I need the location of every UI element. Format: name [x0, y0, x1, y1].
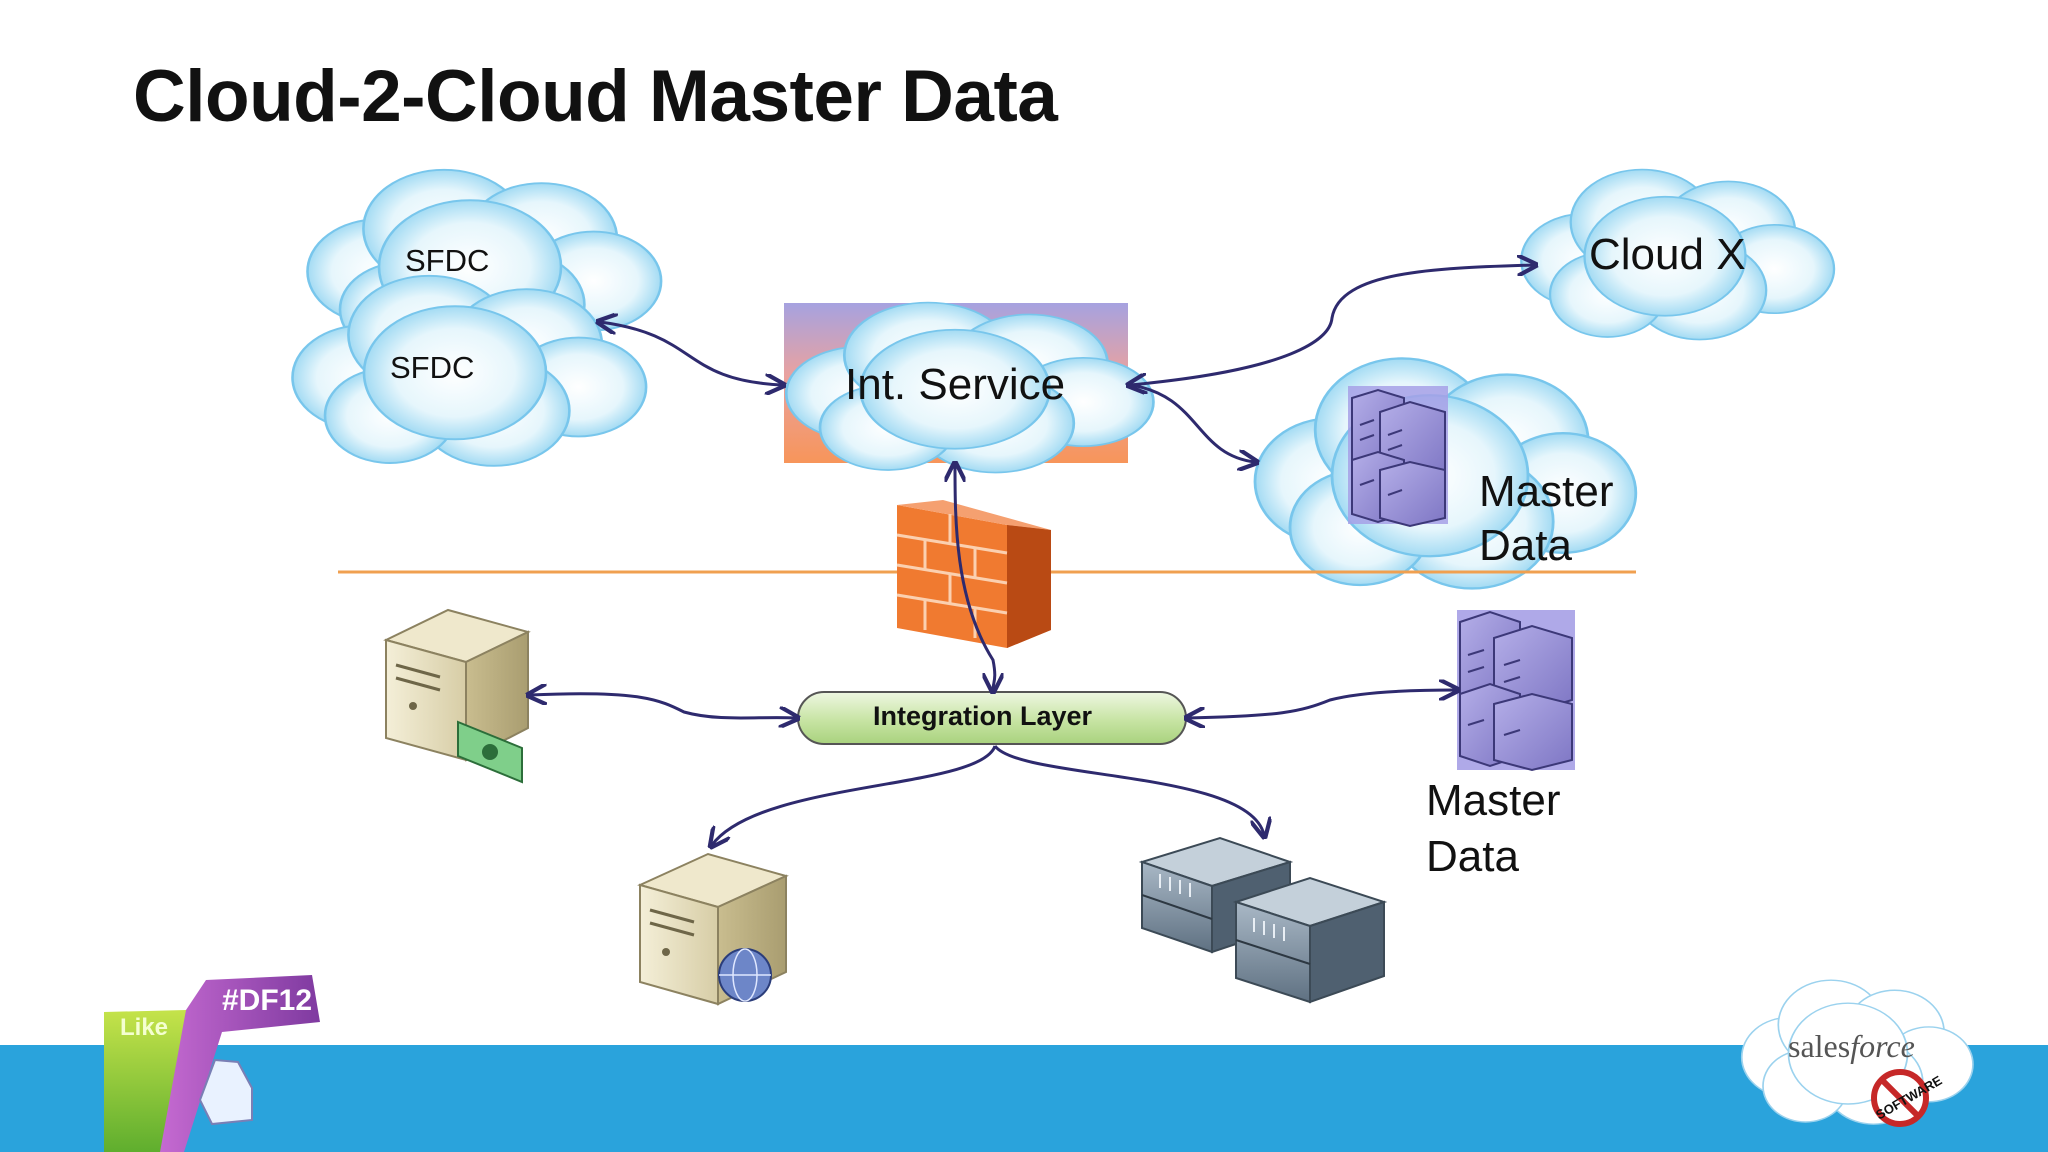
df12-like-badge: [104, 975, 320, 1152]
master-data-onprem-label-line1: Master: [1426, 776, 1561, 825]
cloud-x-label: Cloud X: [1589, 230, 1746, 279]
master-data-cloud-label-line1: Master: [1479, 467, 1614, 516]
sfdc-cloud-back-label: SFDC: [405, 243, 490, 278]
software-stamp-icon: [1871, 1069, 1929, 1127]
connector-arrows: [530, 265, 1534, 845]
arrow-sfdc-int-service: [600, 322, 782, 385]
master-data-server-cloud-icon: [1348, 386, 1448, 528]
billing-server-icon: [383, 608, 531, 784]
master-data-onprem-label-line2: Data: [1426, 832, 1519, 881]
slide-title: Cloud-2-Cloud Master Data: [133, 56, 1058, 137]
rack-servers-icon: [1138, 836, 1388, 1004]
arrow-int-service-master-data: [1129, 383, 1255, 462]
salesforce-logo-text-italic: force: [1850, 1028, 1915, 1064]
arrow-integration-layer-web-server: [712, 745, 997, 845]
bottom-band: [0, 1045, 2048, 1152]
master-data-server-onprem-icon: [1457, 610, 1575, 772]
web-server-icon: [637, 852, 789, 1006]
badge-like-label: Like: [120, 1014, 169, 1041]
arrow-int-service-cloud-x: [1130, 265, 1534, 385]
salesforce-logo-text-plain: sales: [1788, 1028, 1851, 1064]
sfdc-cloud-front-label: SFDC: [390, 350, 475, 385]
firewall-icon: [896, 500, 1051, 648]
salesforce-logo-text: salesforce: [1788, 1028, 1915, 1065]
master-data-cloud-label-line2: Data: [1479, 521, 1572, 570]
arrow-integration-layer-master-data: [1188, 690, 1456, 718]
arrow-int-service-integration-layer: [955, 465, 995, 690]
int-service-label: Int. Service: [845, 360, 1066, 409]
int-service-box: [784, 301, 1155, 474]
arrow-billing-server-integration-layer: [530, 694, 796, 718]
arrow-integration-layer-rack-servers: [993, 744, 1264, 835]
badge-hashtag-label: #DF12: [222, 984, 313, 1017]
integration-layer-label: Integration Layer: [873, 701, 1093, 731]
